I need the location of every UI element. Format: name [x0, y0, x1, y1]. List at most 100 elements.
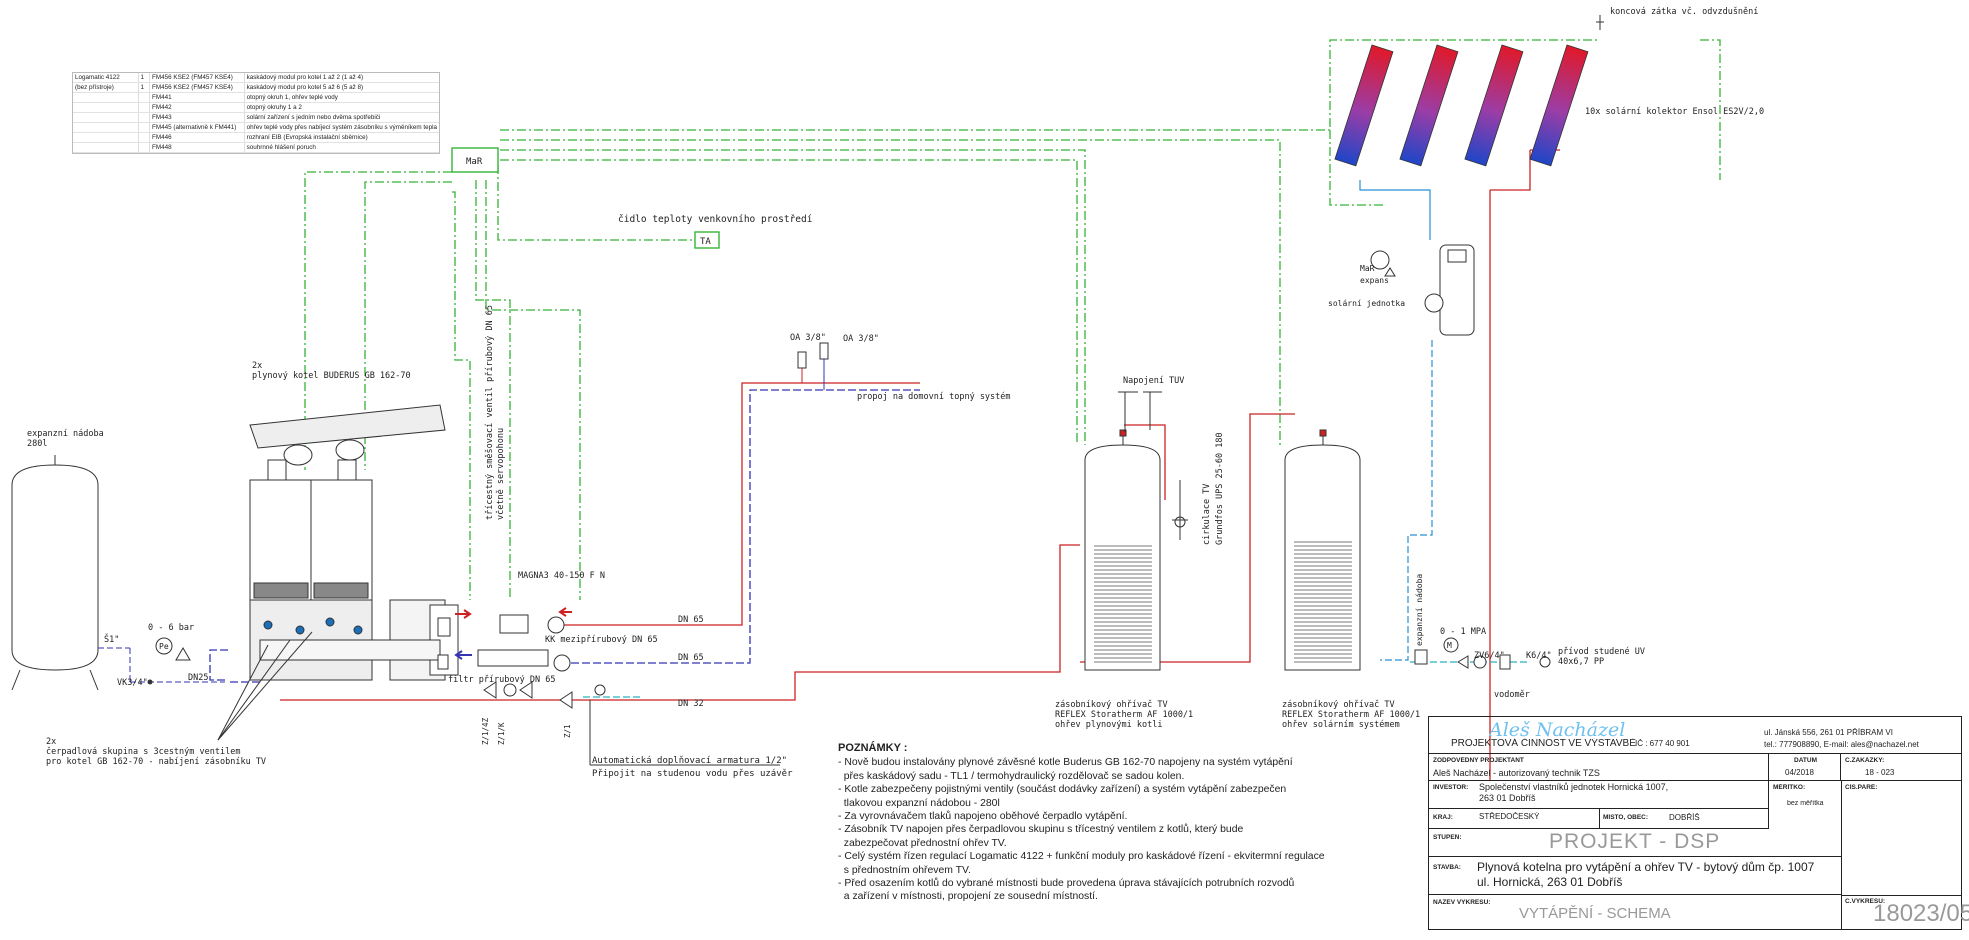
- tb-address: ul. Jánská 556, 261 01 PŘÍBRAM VI: [1764, 728, 1893, 737]
- legend-cell-c0: [73, 102, 139, 113]
- label-zv: ZV6/4": [1474, 651, 1505, 661]
- label-cold-water: přívod studené UV: [1558, 646, 1645, 657]
- label-pe: Pe: [159, 642, 169, 651]
- tb-stage-value: PROJEKT - DSP: [1549, 830, 1721, 853]
- label-vk: VK3/4": [117, 678, 148, 688]
- pump-group-pointers: [217, 631, 313, 741]
- legend-cell-c1: [138, 92, 151, 103]
- label-tank2-use: ohřev solárním systémem: [1282, 719, 1400, 730]
- legend-cell-c3: kaskádový modul pro kotel 1 až 2 (1 až 4…: [244, 73, 439, 83]
- tank-2: [1284, 429, 1361, 671]
- label-mpa: 0 - 1 MPA: [1440, 627, 1486, 637]
- legend-cell-c0: [73, 92, 139, 103]
- ta-box: [694, 231, 720, 249]
- legend-cell-c1: 1: [138, 73, 151, 83]
- tb-resp-value: Aleš Nacházel - autorizovaný technik TZS: [1433, 768, 1600, 778]
- label-servo: včetně servopohonu: [495, 428, 506, 520]
- tb-build-value-2: ul. Hornická, 263 01 Dobříš: [1477, 875, 1623, 889]
- legend-cell-c2: FM456 KSE2 (FM457 KSE4): [149, 82, 245, 93]
- tb-drawing-label: NÁZEV VÝKRESU:: [1433, 899, 1491, 906]
- label-kk: KK mezipřírubový DN 65: [545, 635, 658, 645]
- note-line: - Zásobník TV napojen přes čerpadlovou s…: [838, 824, 1244, 836]
- legend-cell-c3: solární zařízení s jedním nebo dvěma spo…: [244, 112, 439, 123]
- tb-plan-label: ČÍS.PARÉ:: [1845, 784, 1878, 791]
- label-valve-z1-4z: Z/1/4Z: [481, 717, 490, 745]
- legend-cell-c2: FM445 (alternativně k FM441): [149, 122, 245, 133]
- tb-date-label: DATUM: [1794, 757, 1817, 764]
- tb-scale-label: MĚŘÍTKO:: [1773, 784, 1806, 791]
- label-oa-2: OA 3/8": [843, 334, 879, 344]
- label-tank2-model: REFLEX Storatherm AF 1000/1: [1282, 710, 1420, 720]
- note-line: zabezpečovat přednostní ohřev TV.: [838, 837, 1007, 849]
- label-valve-z1: Z/1: [563, 724, 572, 738]
- label-ta: TA: [700, 237, 711, 247]
- label-exp-vessel-size: 280l: [27, 439, 47, 449]
- flow-arrow-blue: [454, 650, 472, 660]
- legend-cell-c1: [138, 112, 151, 123]
- tb-place-value: DOBŘÍŠ: [1669, 813, 1700, 822]
- tb-place-label: MÍSTO, OBEC:: [1603, 814, 1649, 821]
- label-tuv: Napojení TUV: [1123, 376, 1184, 386]
- label-boilers-count: 2x: [252, 361, 262, 371]
- label-oa-1: OA 3/8": [790, 333, 826, 343]
- label-solar-unit: solární jednotka: [1328, 299, 1405, 308]
- label-circulation: cirkulace TV: [1202, 484, 1212, 545]
- note-line: - Nově budou instalovány plynové závěsné…: [838, 757, 1293, 769]
- gas-boilers: [249, 404, 459, 681]
- legend-cell-c1: [138, 122, 151, 133]
- legend-cell-c1: [138, 142, 151, 153]
- label-auto-fill: Automatická doplňovací armatura 1/2": [592, 756, 787, 766]
- flow-arrow-red-2: [558, 607, 572, 617]
- label-auto-fill-note: Připojit na studenou vodu přes uzávěr: [592, 769, 793, 779]
- tb-investor-value-2: 263 01 Dobříš: [1479, 793, 1536, 803]
- legend-row: FM445 (alternativně k FM441)ohřev teplé …: [73, 122, 439, 133]
- label-cold-pipe: 40x6,7 PP: [1558, 657, 1604, 667]
- tank-1: [1084, 429, 1161, 671]
- label-k6: K6/4": [1526, 651, 1552, 661]
- label-dn65-supply: DN 65: [678, 615, 704, 625]
- tb-stage-label: STUPEŇ:: [1433, 834, 1462, 841]
- tb-resp-label: ZODPOVĚDNÝ PROJEKTANT: [1433, 757, 1524, 764]
- legend-cell-c2: FM446: [149, 132, 245, 143]
- label-pump-group-use: pro kotel GB 162-70 - nabíjení zásobníku…: [46, 757, 266, 767]
- tb-build-label: STAVBA:: [1433, 864, 1461, 871]
- tb-region-label: KRAJ:: [1433, 814, 1453, 821]
- note-line: - Před osazením kotlů do vybrané místnos…: [838, 878, 1295, 890]
- legend-cell-c1: 1: [138, 82, 151, 93]
- legend-cell-c0: Logamatic 4122: [73, 73, 139, 83]
- tb-order-label: Č.ZAKÁZKY:: [1845, 757, 1885, 764]
- legend-cell-c2: FM443: [149, 112, 245, 123]
- label-filter: filtr přírubový DN 65: [448, 675, 555, 685]
- notes-title: POZNÁMKY :: [838, 742, 908, 754]
- tb-ic: IČ : 677 40 901: [1635, 739, 1690, 748]
- label-m: M: [1447, 641, 1452, 650]
- tb-company: PROJEKTOVÁ ČINNOST VE VÝSTAVBĚ: [1451, 738, 1636, 749]
- label-outdoor-sensor: čidlo teploty venkovního prostředí: [618, 214, 813, 225]
- tb-scale-value: bez měřítka: [1787, 800, 1824, 807]
- legend-cell-c0: [73, 112, 139, 123]
- tb-header: [1429, 717, 1961, 754]
- solar-unit: [1370, 244, 1475, 336]
- tb-date-value: 04/2018: [1785, 768, 1814, 777]
- label-expansion-vertical: expanzní nádoba: [1415, 574, 1424, 646]
- return-lines: [209, 389, 920, 683]
- label-water-meter: vodoměr: [1494, 690, 1530, 700]
- tuv-taps: [1118, 391, 1188, 540]
- legend-cell-c2: FM448: [149, 142, 245, 153]
- mar-box: [451, 147, 499, 173]
- legend-cell-c2: FM442: [149, 102, 245, 113]
- legend-cell-c3: ohřev teplé vody přes nabíjecí systém zá…: [244, 122, 439, 133]
- label-dn25: DN25: [188, 673, 208, 683]
- tb-order-value: 18 - 023: [1865, 768, 1895, 777]
- control-lines: [304, 39, 1721, 600]
- note-line: - Celý systém řízen regulací Logamatic 4…: [838, 851, 1325, 863]
- legend-cell-c3: otopný okruh 1, ohřev teplé vody: [244, 92, 439, 103]
- legend-cell-c3: rozhraní EIB (Evropská instalační sběrni…: [244, 132, 439, 143]
- tb-tel: tel.: 777908890, E-mail: ales@nachazel.n…: [1764, 740, 1919, 749]
- label-s1: Š1": [104, 633, 119, 645]
